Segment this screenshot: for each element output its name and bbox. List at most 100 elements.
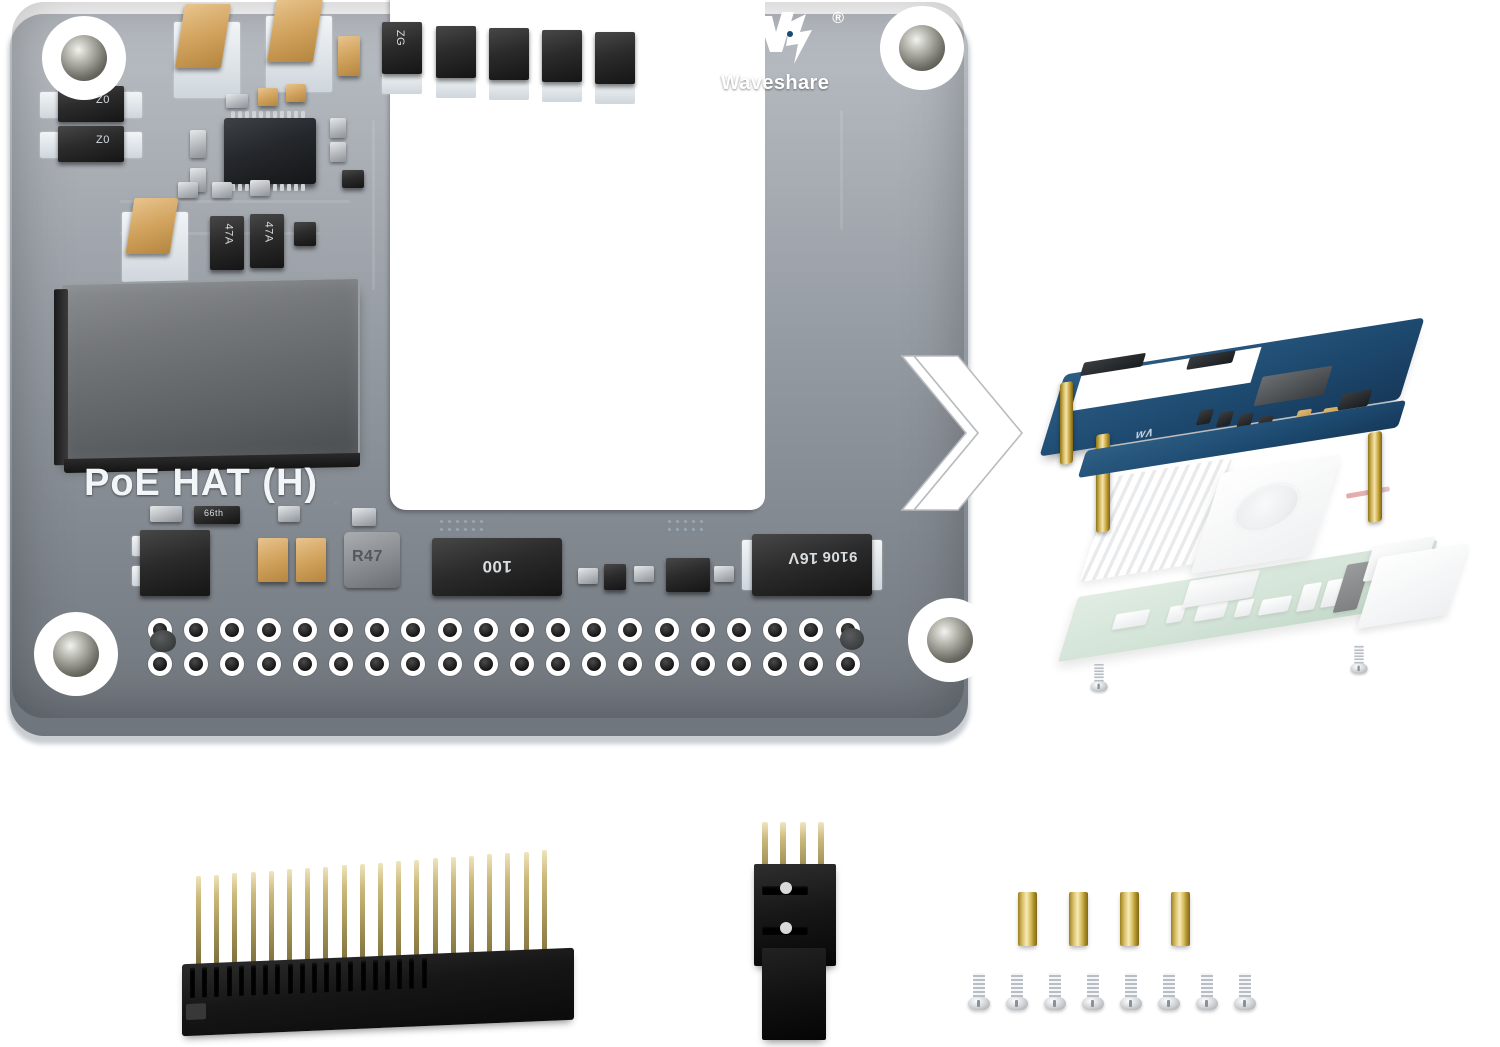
header-pin [396, 861, 402, 968]
smd-resistor [212, 182, 232, 198]
header-pin [287, 869, 292, 968]
gpio-hole [582, 652, 607, 676]
shielded-inductor [432, 538, 562, 596]
gpio-hole [799, 652, 824, 676]
mounting-screw [1348, 640, 1368, 674]
header-slot [202, 967, 208, 998]
header-pin [541, 850, 547, 968]
mounting-screw [968, 973, 990, 1015]
smd-diode [489, 28, 529, 80]
smd-resistor [250, 180, 270, 196]
ic-pins-top [231, 111, 305, 118]
gpio-hole [618, 652, 643, 676]
component-marking: Z0 [96, 94, 110, 106]
header-slot [324, 962, 330, 993]
connector-pin-tip [780, 882, 792, 894]
smd-capacitor [258, 88, 278, 106]
screw-thread [1163, 973, 1175, 999]
header-pin [250, 871, 256, 968]
brass-standoff [1171, 892, 1190, 946]
smd-resistor [278, 506, 300, 522]
gpio-hole [618, 618, 643, 642]
smd-diode [58, 126, 124, 162]
smd-resistor [190, 130, 206, 158]
header-pin [323, 866, 329, 968]
smd-pad [542, 80, 582, 102]
mlcc-capacitor [296, 538, 326, 582]
gpio-hole [437, 618, 462, 642]
gpio-hole [148, 652, 172, 676]
gpio-hole [365, 652, 390, 676]
stacking-header-accessory [182, 838, 574, 1038]
smd-diode [436, 26, 476, 78]
component-marking: 16V [788, 549, 818, 566]
header-socket-slots [190, 957, 427, 998]
smd-resistor [330, 142, 346, 162]
smd-mosfet [140, 530, 210, 596]
smd-capacitor [250, 214, 284, 268]
smd-pad [122, 132, 142, 158]
smd-resistor [714, 566, 734, 582]
waveshare-w-logo-icon [724, 12, 812, 64]
gpio-hole [654, 618, 679, 642]
mounting-screw [1088, 658, 1108, 692]
smd-capacitor [286, 84, 306, 102]
mounting-screw [1234, 973, 1256, 1015]
header-slot [275, 964, 281, 995]
header-slot [348, 961, 354, 992]
header-pin [341, 865, 347, 968]
registered-trademark-symbol: ® [832, 10, 844, 27]
header-pin [232, 873, 238, 968]
smd-resistor [194, 506, 240, 524]
component-marking: 66th [204, 508, 224, 518]
screw-head [968, 997, 990, 1010]
component-marking: Z0 [96, 134, 110, 146]
mlcc-capacitor [258, 538, 288, 582]
header-slot [421, 957, 427, 989]
board-silkscreen-title: PoE HAT (H) [84, 462, 319, 504]
gpio-hole [184, 618, 209, 642]
gpio-row-bottom [148, 652, 860, 676]
gpio-hole [763, 618, 788, 642]
smd-pad [122, 92, 142, 118]
solder-blob [150, 630, 176, 652]
header-pin [469, 855, 474, 968]
header-slot [385, 959, 390, 990]
mounting-hole-top-left [42, 16, 126, 100]
header-long-pins [196, 838, 562, 968]
connector-pin-tip [780, 922, 792, 934]
gpio-hole [546, 618, 571, 642]
mounting-hole-top-right [880, 6, 964, 90]
shielded-transformer [60, 276, 360, 464]
header-slot [409, 958, 415, 989]
mounting-screw [1044, 973, 1066, 1015]
gpio-hole [256, 618, 281, 642]
smd-pad [489, 78, 529, 100]
screw-head [1044, 997, 1066, 1010]
active-cooler [1079, 450, 1366, 583]
header-pin [268, 870, 274, 968]
smd-diode [595, 32, 635, 84]
gpio-hole [220, 618, 245, 642]
header-pin [378, 862, 383, 968]
screw-thread [1087, 973, 1099, 999]
header-pin [359, 863, 365, 968]
header-slot [263, 964, 269, 995]
header-pin [414, 859, 420, 968]
smd-diode [542, 30, 582, 82]
component-marking: 9106 [822, 548, 858, 565]
brass-standoff [1018, 892, 1037, 946]
gpio-hole [328, 618, 353, 642]
pcb-trace [372, 120, 375, 290]
gpio-hole [292, 652, 317, 676]
header-pin [505, 853, 511, 968]
brass-standoffs-accessory [1018, 892, 1190, 946]
header-slot [250, 965, 256, 996]
double-chevron-right-icon [900, 348, 1030, 523]
smd-diode [342, 170, 364, 188]
header-keying-notch [186, 1003, 206, 1021]
mounting-screw [1158, 973, 1180, 1015]
connector-pins [762, 820, 826, 870]
gpio-hole [401, 652, 426, 676]
screw-head [1196, 997, 1218, 1010]
